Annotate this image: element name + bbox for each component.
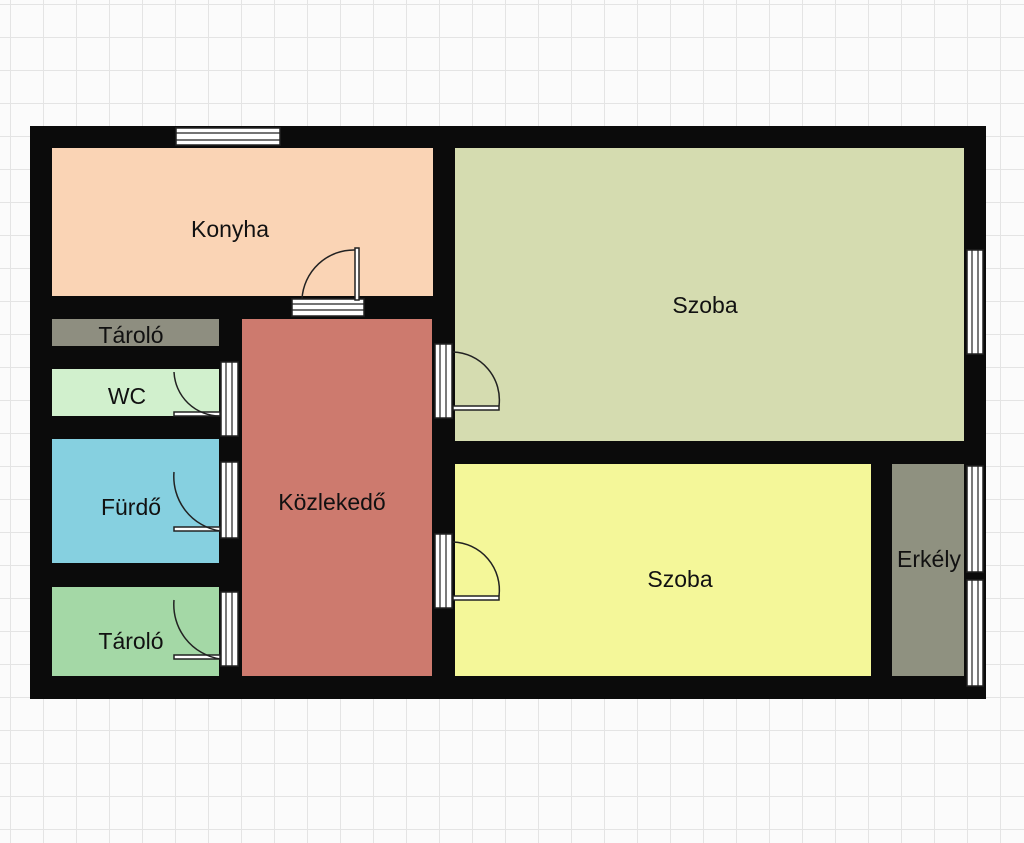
- label-storage-1: Tároló: [98, 322, 163, 348]
- room-storage-2: [52, 587, 219, 676]
- balcony-window-lower: [966, 579, 984, 687]
- room-storage-1: [52, 319, 219, 346]
- balcony-window-upper: [966, 465, 984, 573]
- storage-2-door: [173, 591, 239, 667]
- label-bathroom: Fürdő: [101, 494, 161, 520]
- balcony-window-divider: [964, 573, 986, 579]
- label-balcony: Erkély: [897, 546, 961, 572]
- label-szoba-2: Szoba: [647, 566, 712, 592]
- room-2-door: [434, 533, 501, 609]
- wc-door: [173, 361, 239, 437]
- label-storage-2: Tároló: [98, 628, 163, 654]
- label-wc: WC: [108, 383, 146, 409]
- label-kitchen: Konyha: [191, 216, 269, 242]
- kitchen-window: [175, 127, 281, 146]
- room-window-1: [966, 249, 984, 355]
- room-szoba-2: [455, 464, 871, 676]
- label-szoba-1: Szoba: [672, 292, 737, 318]
- room-bathroom: [52, 439, 219, 563]
- kitchen-door: [291, 247, 365, 317]
- label-hallway: Közlekedő: [278, 489, 385, 515]
- room-balcony: [892, 464, 964, 676]
- room-1-door: [434, 343, 501, 419]
- bathroom-door: [173, 461, 239, 539]
- room-szoba-1: [455, 148, 964, 441]
- room-kitchen: [52, 148, 433, 296]
- room-wc: [52, 369, 219, 416]
- room-hallway: [242, 319, 432, 676]
